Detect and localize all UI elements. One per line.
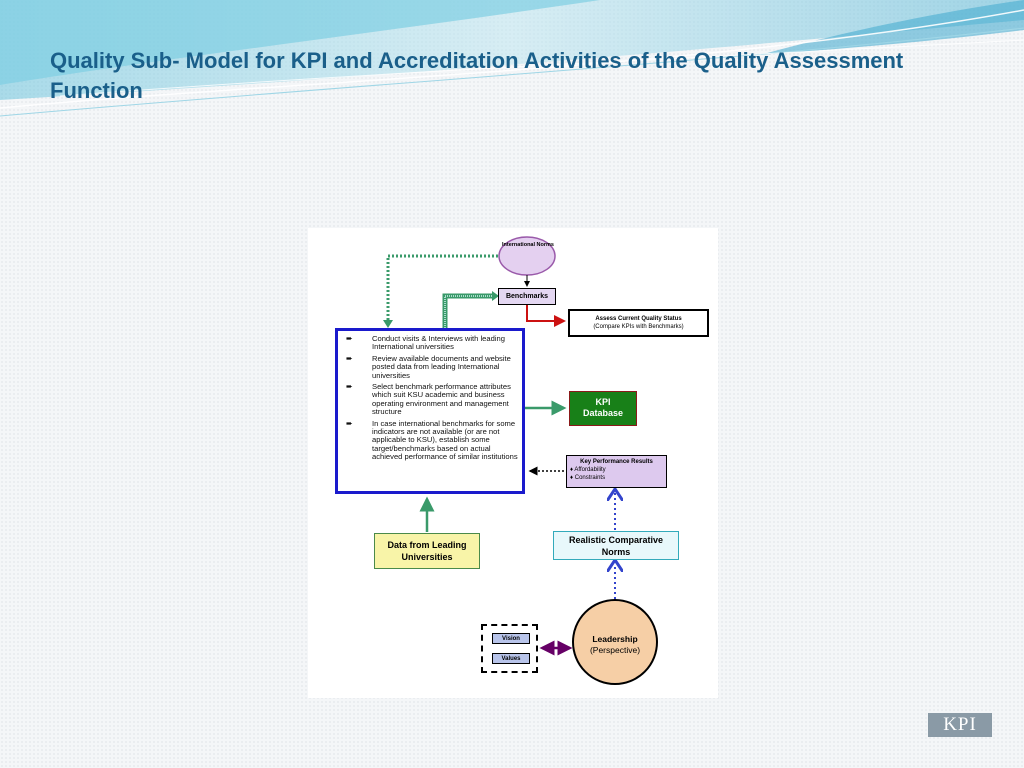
realistic-comparative-norms-box: Realistic Comparative Norms — [553, 531, 679, 560]
kpi-badge: KPI — [928, 713, 992, 737]
header-swoosh — [0, 0, 1024, 117]
vision-box: Vision — [492, 633, 530, 644]
international-norms-label: International Norms — [502, 242, 554, 248]
bullet-arrow-icon: ➨ — [346, 334, 353, 343]
bullet-arrow-icon: ➨ — [346, 353, 353, 363]
activity-item: ➨In case international benchmarks for so… — [346, 418, 518, 462]
activity-item: ➨Conduct visits & Interviews with leadin… — [346, 334, 505, 352]
leadership-circle — [572, 599, 658, 685]
key-result-item: ♦ Affordability — [570, 467, 606, 473]
benchmarks-to-assess-arrow — [526, 305, 566, 327]
diagram-connectors — [383, 236, 658, 685]
data-from-leading-universities-box: Data from Leading Universities — [374, 533, 480, 569]
bullet-arrow-icon: ➨ — [346, 382, 353, 392]
values-box: Values — [492, 653, 530, 664]
leadership-label: Leadership (Perspective) — [589, 634, 641, 655]
activity-item: ➨Review available documents and website … — [346, 353, 511, 380]
assess-title: Assess Current Quality Status — [595, 316, 682, 322]
key-result-item: ♦ Constraints — [570, 475, 606, 481]
assess-subtitle: (Compare KPIs with Benchmarks) — [593, 324, 684, 330]
assess-quality-status-box: Assess Current Quality Status (Compare K… — [568, 309, 709, 337]
norms-to-activities-dotted — [386, 254, 498, 324]
activity-item: ➨Select benchmark performance attributes… — [346, 382, 511, 417]
key-performance-results-box: Key Performance Results ♦ Affordability … — [566, 455, 667, 488]
benchmarking-activities-box: ➨Conduct visits & Interviews with leadin… — [335, 328, 525, 494]
key-results-title: Key Performance Results — [580, 459, 653, 465]
vision-values-group: Vision Values — [481, 624, 538, 673]
benchmarks-box: Benchmarks — [498, 288, 556, 305]
activities-to-benchmarks-arrow — [442, 293, 494, 328]
slide-title: Quality Sub- Model for KPI and Accredita… — [50, 48, 904, 103]
bullet-arrow-icon: ➨ — [346, 418, 353, 428]
kpi-database-box: KPI Database — [569, 391, 637, 426]
quality-submodel-diagram: International Norms Benchmarks Assess Cu… — [308, 228, 718, 698]
